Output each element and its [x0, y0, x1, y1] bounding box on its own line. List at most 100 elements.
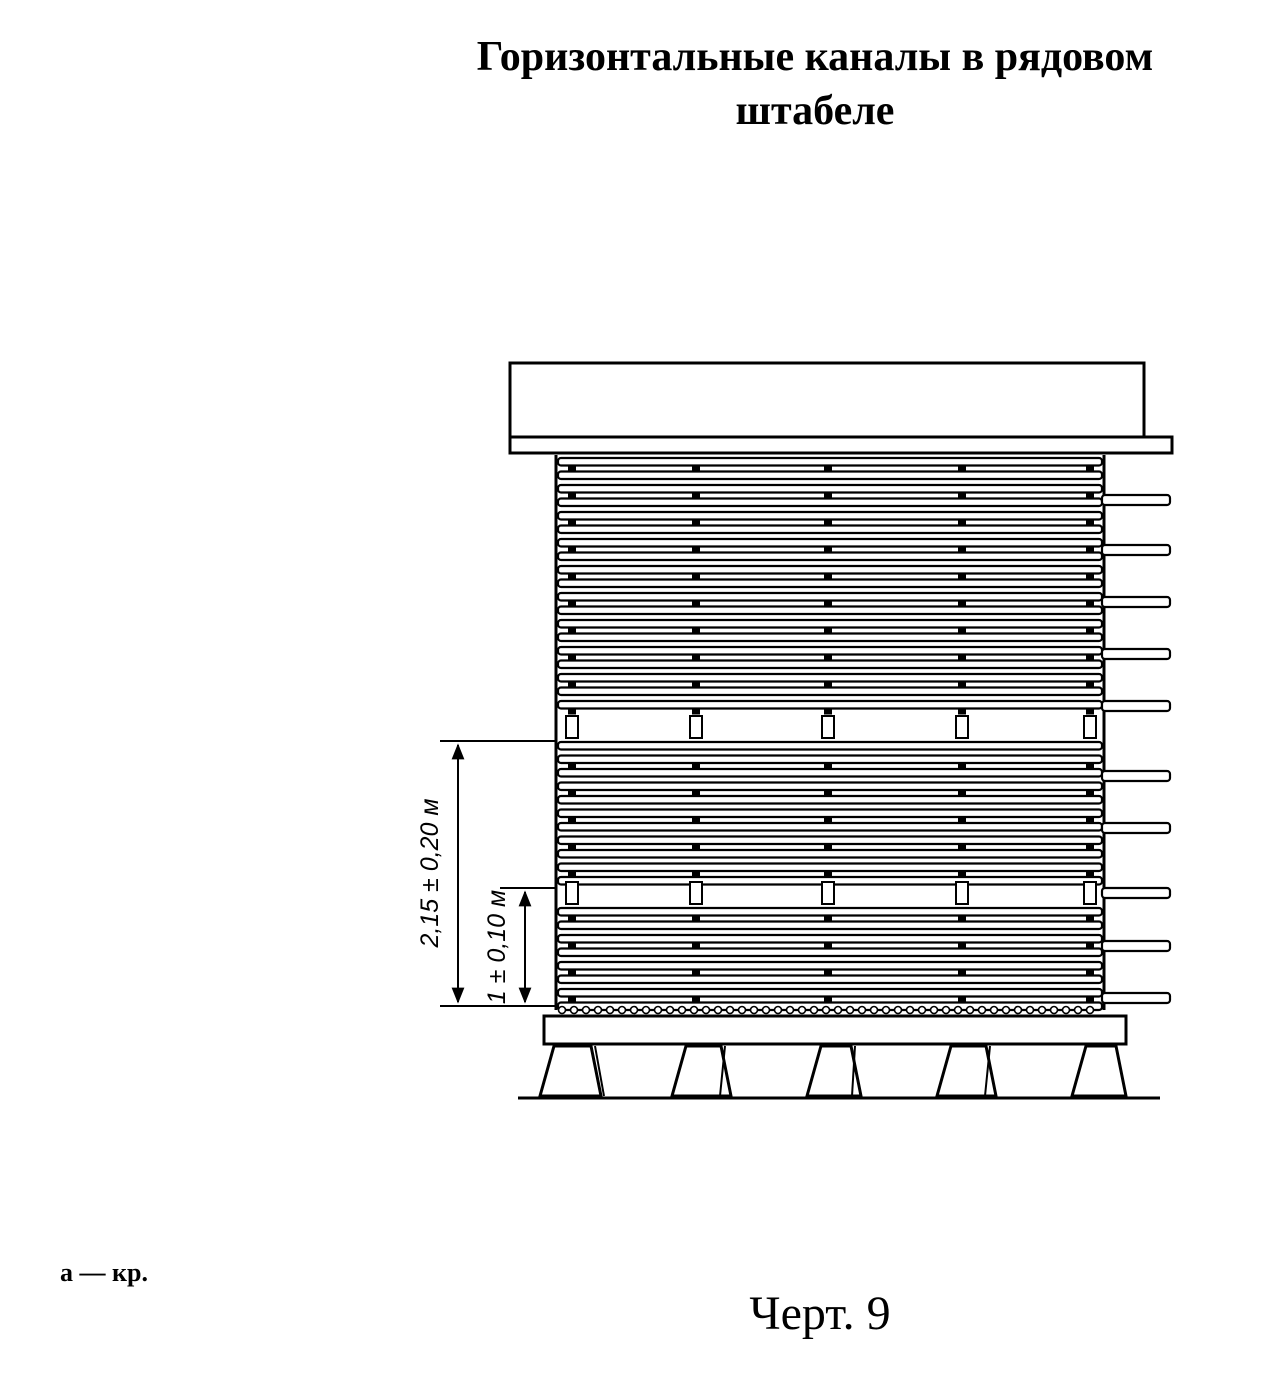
- board-layer: [556, 672, 1104, 683]
- channel-spacer: [955, 881, 969, 905]
- bottom-spacer-dot: [785, 1005, 795, 1015]
- board-spacer: [568, 942, 576, 949]
- bottom-spacer-dot: [1013, 1005, 1023, 1015]
- board-spacer: [568, 817, 576, 823]
- board-layer: [556, 906, 1104, 917]
- support-connector: [594, 1045, 605, 1097]
- board-spacer: [1086, 996, 1094, 1003]
- support-leg: [670, 1044, 733, 1098]
- board-spacer: [568, 790, 576, 796]
- board-layer: [556, 578, 1104, 589]
- board-spacer: [1086, 969, 1094, 976]
- board-spacer: [692, 600, 700, 607]
- board-spacer: [958, 627, 966, 634]
- total-height-label: 2,15 ± 0,20 м: [416, 798, 444, 948]
- bottom-spacer-dot: [1001, 1005, 1011, 1015]
- board-spacer: [958, 600, 966, 607]
- board-spacer: [1086, 817, 1094, 823]
- board-layer: [556, 862, 1104, 873]
- board-spacer: [568, 844, 576, 850]
- protruding-board: [1100, 647, 1172, 661]
- board-spacer: [958, 790, 966, 796]
- figure-caption: Черт. 9: [749, 1287, 891, 1340]
- protruding-board: [1100, 821, 1172, 835]
- board-spacer: [1086, 654, 1094, 661]
- bottom-spacer-dot: [869, 1005, 879, 1015]
- board-layer: [556, 974, 1104, 985]
- board-layer: [556, 808, 1104, 819]
- board-spacer: [692, 492, 700, 499]
- board-spacer: [1086, 465, 1094, 472]
- bottom-spacer-dot: [1085, 1005, 1095, 1015]
- board-spacer: [958, 915, 966, 922]
- board-layer: [556, 510, 1104, 521]
- bottom-spacer-dot: [761, 1005, 771, 1015]
- bottom-spacer-dot: [605, 1005, 615, 1015]
- board-spacer: [1086, 915, 1094, 922]
- board-spacer: [692, 546, 700, 553]
- board-spacer: [824, 627, 832, 634]
- board-spacer: [958, 465, 966, 472]
- board-layer: [556, 632, 1104, 643]
- board-spacer: [692, 915, 700, 922]
- bottom-spacer-dot: [965, 1005, 975, 1015]
- channel-spacer: [955, 715, 969, 739]
- board-layer: [556, 754, 1104, 765]
- board-spacer: [958, 996, 966, 1003]
- board-spacer: [692, 871, 700, 877]
- bottom-spacer-dot: [617, 1005, 627, 1015]
- board-spacer: [958, 654, 966, 661]
- board-spacer: [1086, 681, 1094, 688]
- board-spacer: [568, 708, 576, 715]
- board-layer: [556, 551, 1104, 562]
- board-spacer: [692, 465, 700, 472]
- board-spacer: [958, 844, 966, 850]
- support-connector: [719, 1045, 726, 1097]
- bottom-spacer-dot: [641, 1005, 651, 1015]
- bottom-spacer-dot: [845, 1005, 855, 1015]
- board-spacer: [692, 573, 700, 580]
- board-layer: [556, 947, 1104, 958]
- board-layer: [556, 933, 1104, 944]
- board-layer: [556, 645, 1104, 656]
- protruding-board: [1100, 886, 1172, 900]
- board-spacer: [958, 492, 966, 499]
- bottom-spacer-dot: [689, 1005, 699, 1015]
- channel-spacer: [565, 715, 579, 739]
- board-spacer: [692, 844, 700, 850]
- board-layer: [556, 960, 1104, 971]
- board-spacer: [692, 942, 700, 949]
- board-spacer: [958, 573, 966, 580]
- channel-spacer: [565, 881, 579, 905]
- bottom-spacer-dot: [953, 1005, 963, 1015]
- support-leg: [805, 1044, 863, 1098]
- board-spacer: [568, 546, 576, 553]
- board-spacer: [824, 681, 832, 688]
- board-spacer: [824, 871, 832, 877]
- bottom-spacer-dot: [833, 1005, 843, 1015]
- board-layer: [556, 794, 1104, 805]
- board-spacer: [824, 969, 832, 976]
- board-spacer: [1086, 942, 1094, 949]
- board-layer: [556, 835, 1104, 846]
- board-spacer: [824, 465, 832, 472]
- bottom-spacer-dot: [1037, 1005, 1047, 1015]
- bottom-spacer-dot: [977, 1005, 987, 1015]
- board-spacer: [824, 790, 832, 796]
- board-spacer: [958, 519, 966, 526]
- board-spacer: [692, 817, 700, 823]
- board-layer: [556, 699, 1104, 710]
- board-spacer: [824, 708, 832, 715]
- bottom-spacer-dot: [1025, 1005, 1035, 1015]
- board-spacer: [568, 871, 576, 877]
- board-layer: [556, 483, 1104, 494]
- support-connector: [851, 1045, 856, 1097]
- board-spacer: [692, 996, 700, 1003]
- board-spacer: [1086, 600, 1094, 607]
- bottom-spacer-dot: [773, 1005, 783, 1015]
- board-layer: [556, 524, 1104, 535]
- roof-board: [508, 435, 1174, 455]
- board-layer: [556, 456, 1104, 467]
- board-spacer: [692, 790, 700, 796]
- board-spacer: [692, 627, 700, 634]
